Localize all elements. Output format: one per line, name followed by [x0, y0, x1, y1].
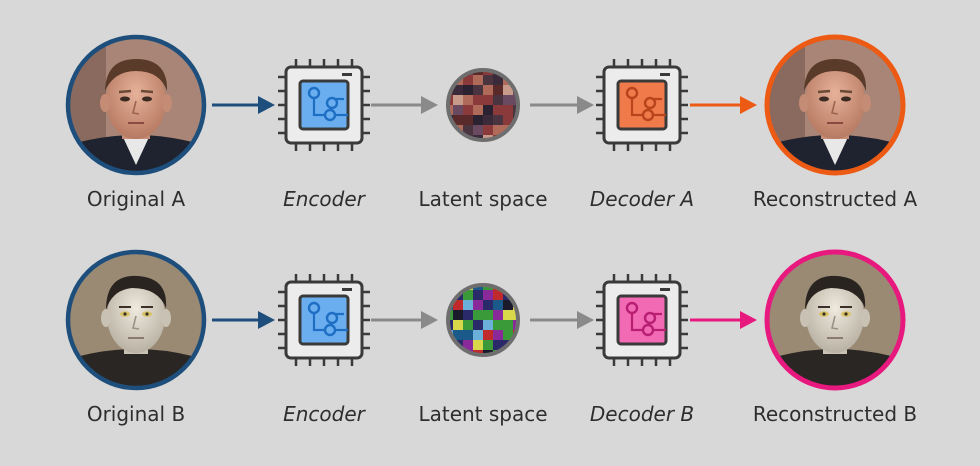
- label-original-b: Original B: [86, 402, 186, 426]
- arrow-output-b: [690, 311, 757, 329]
- arrow-to-decoder-a: [530, 96, 594, 114]
- label-reconstructed-b: Reconstructed B: [752, 402, 918, 426]
- latent-ring-a: [446, 68, 520, 142]
- latent-thumbnail-a: [449, 71, 517, 139]
- latent-ring-b: [446, 283, 520, 357]
- reconstructed-face-b: [768, 253, 902, 387]
- arrow-output-a: [690, 96, 757, 114]
- arrow-input-a: [212, 96, 275, 114]
- arrow-to-decoder-b: [530, 311, 594, 329]
- label-encoder-a: Encoder: [283, 187, 365, 211]
- label-reconstructed-a: Reconstructed A: [752, 187, 918, 211]
- reconstructed-ring-a: [764, 34, 906, 176]
- arrow-to-latent-a: [371, 96, 438, 114]
- decoder-chip-icon-b: [596, 274, 688, 366]
- original-face-b: [69, 253, 203, 387]
- arrow-to-latent-b: [371, 311, 438, 329]
- original-ring-a: [65, 34, 207, 176]
- label-encoder-b: Encoder: [283, 402, 365, 426]
- original-face-a: [69, 38, 203, 172]
- label-latent-b: Latent space: [418, 402, 548, 426]
- label-latent-a: Latent space: [418, 187, 548, 211]
- label-original-a: Original A: [86, 187, 186, 211]
- encoder-chip-icon-b: [278, 274, 370, 366]
- label-decoder-a: Decoder A: [589, 187, 695, 211]
- latent-thumbnail-b: [449, 286, 517, 354]
- reconstructed-ring-b: [764, 249, 906, 391]
- label-decoder-b: Decoder B: [589, 402, 695, 426]
- decoder-chip-icon-a: [596, 59, 688, 151]
- arrow-input-b: [212, 311, 275, 329]
- original-ring-b: [65, 249, 207, 391]
- encoder-chip-icon-a: [278, 59, 370, 151]
